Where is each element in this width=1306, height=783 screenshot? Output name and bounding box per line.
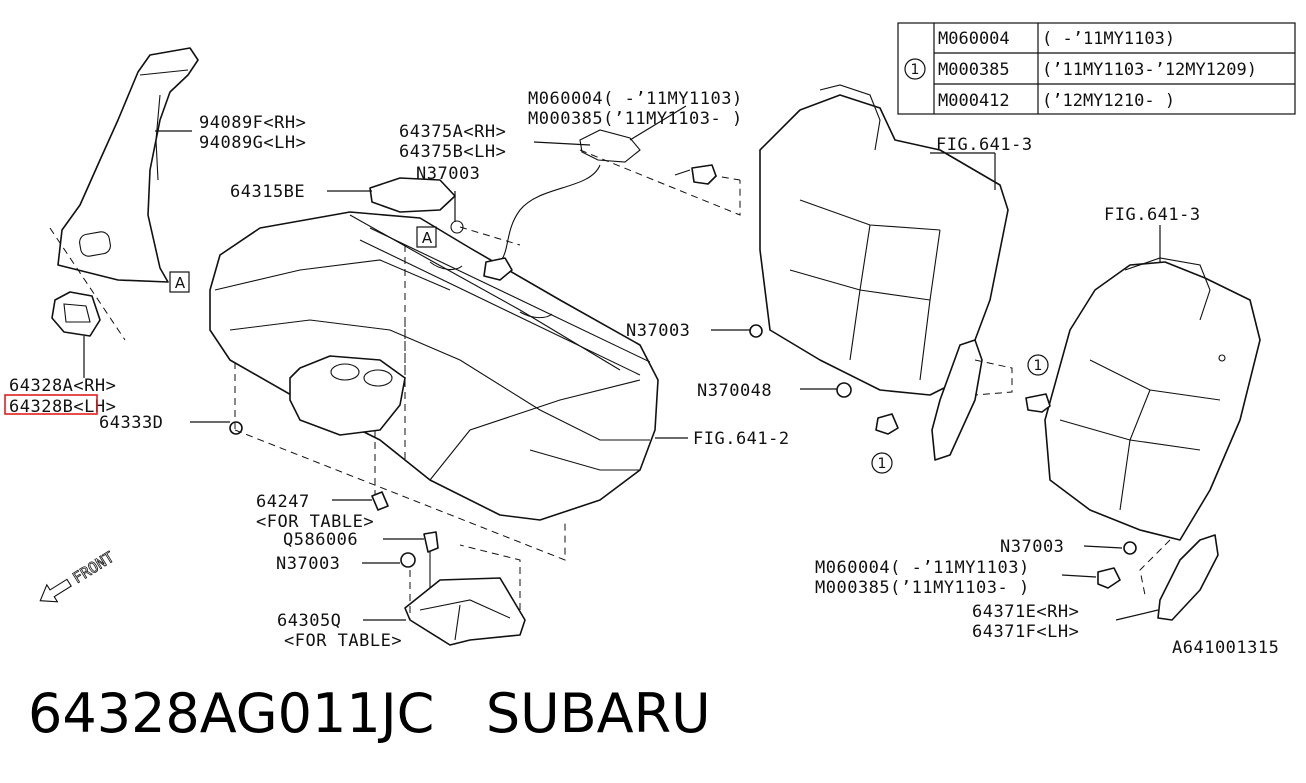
label-64328b: 64328B<LH> [9, 397, 116, 417]
label-64371e: 64371E<RH> [972, 602, 1079, 622]
label-for-table-2: <FOR TABLE> [284, 631, 402, 651]
diagram-code: A641001315 [1172, 638, 1279, 658]
table-row-part: M000385 [938, 60, 1010, 80]
label-n37003-mid: N37003 [626, 321, 690, 341]
label-64333d: 64333D [99, 413, 163, 433]
label-n37003-top: N37003 [416, 164, 480, 184]
seat-cushion [209, 211, 659, 521]
reference-boxes: A A [169, 226, 437, 293]
label-m000385-top: M000385(’11MY1103- ) [528, 109, 743, 129]
table-row-range: (’12MY1210- ) [1042, 91, 1175, 111]
label-m060004-top: M060004( -’11MY1103) [528, 89, 743, 109]
side-pad-part [51, 291, 101, 337]
label-64328a: 64328A<RH> [9, 376, 116, 396]
label-fig-641-2: FIG.641-2 [693, 429, 790, 449]
callout-number: 1 [1034, 358, 1043, 374]
table-row-part: M060004 [938, 29, 1010, 49]
label-m000385-bottom: M000385(’11MY1103- ) [815, 578, 1030, 598]
label-n370048: N370048 [697, 381, 772, 401]
label-64375a: 64375A<RH> [399, 122, 506, 142]
label-q586006: Q586006 [283, 530, 358, 550]
callout-number: 1 [878, 456, 887, 472]
callout-circle [871, 452, 893, 474]
table-bracket [404, 577, 526, 646]
table-row-range: ( -’11MY1103) [1042, 29, 1175, 49]
label-64305q: 64305Q [277, 611, 341, 631]
label-64371f: 64371F<LH> [972, 622, 1079, 642]
label-m060004-bottom: M060004( -’11MY1103) [815, 558, 1030, 578]
hinge-bracket-left [931, 339, 1013, 461]
circled-callouts: 1 1 [871, 354, 1049, 474]
callout-circle [1027, 354, 1049, 376]
label-64375b: 64375B<LH> [399, 142, 506, 162]
box-a-marker: A [422, 229, 433, 247]
highlight-box [4, 394, 98, 415]
label-fig-641-3-right: FIG.641-3 [1104, 205, 1201, 225]
fasteners [229, 324, 1137, 600]
box-a-marker: A [175, 274, 186, 292]
leader-lines [83, 105, 1161, 621]
guide-lines [234, 245, 566, 620]
part-labels: 94089F<RH> 94089G<LH> 64315BE 64375A<RH>… [4, 89, 1279, 658]
label-94089f: 94089F<RH> [199, 113, 306, 133]
table-row-range: (’11MY1103-’12MY1209) [1042, 60, 1257, 80]
reference-table: 1 M060004 ( -’11MY1103) M000385 (’11MY11… [897, 22, 1296, 115]
caption-spacer [434, 682, 486, 745]
hinge-bracket-right [1139, 534, 1219, 621]
front-direction-arrow: FRONT [39, 548, 118, 603]
cover-piece [369, 177, 456, 213]
label-n37003-right: N37003 [1000, 537, 1064, 557]
front-label: FRONT [69, 548, 117, 587]
label-64315be: 64315BE [230, 182, 305, 202]
bolt-upper [674, 164, 717, 185]
label-fig-641-3-left: FIG.641-3 [936, 135, 1033, 155]
table-marker-circle [904, 58, 926, 80]
caption: 64328AG011JC SUBARU [28, 682, 711, 745]
seat-back-left [759, 84, 1009, 396]
caption-part-number: 64328AG011JC [28, 682, 435, 745]
guide-wire-assembly [450, 129, 741, 281]
label-for-table-1: <FOR TABLE> [256, 512, 374, 532]
label-n37003-bottom: N37003 [276, 554, 340, 574]
label-94089g: 94089G<LH> [199, 133, 306, 153]
caption-brand: SUBARU [485, 682, 711, 745]
label-64247: 64247 [256, 492, 310, 512]
side-trim-panel [49, 47, 199, 341]
table-marker: 1 [911, 62, 920, 78]
seat-back-right [1044, 257, 1261, 541]
table-row-part: M000412 [938, 91, 1010, 111]
